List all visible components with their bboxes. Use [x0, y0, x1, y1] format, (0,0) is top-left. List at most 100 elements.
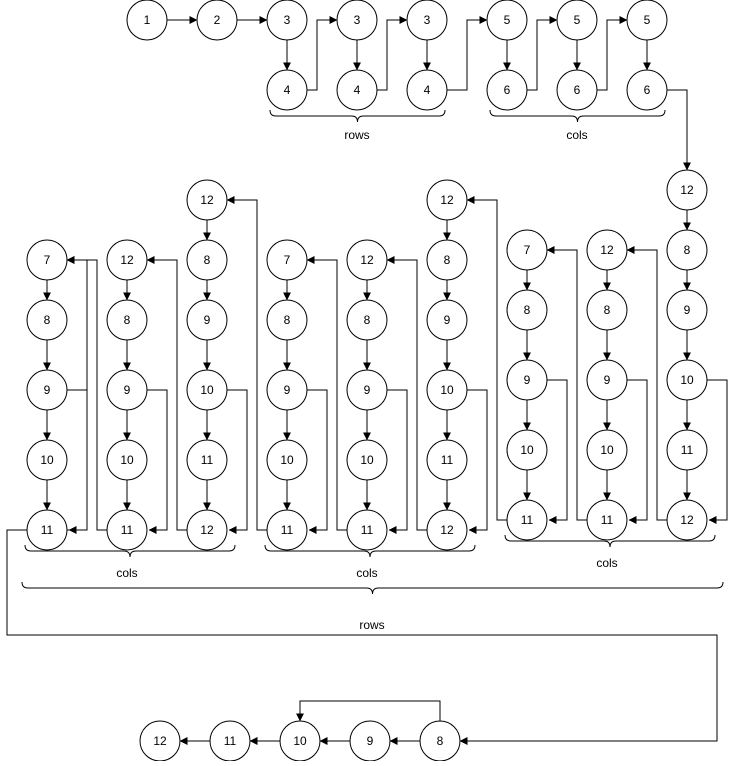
brace-label: rows: [359, 618, 384, 632]
flow-node: 10: [506, 429, 548, 471]
flow-node: 9: [349, 720, 391, 762]
flow-node: 9: [106, 369, 148, 411]
node-label: 12: [440, 523, 454, 537]
node-circle: [666, 169, 708, 211]
flow-node: 6: [626, 69, 668, 111]
group-brace: [489, 109, 666, 123]
flow-edge: [387, 389, 408, 534]
node-label: 6: [574, 83, 581, 97]
flow-node: 12: [346, 239, 388, 281]
node-label: 10: [40, 453, 54, 467]
flow-node: 8: [266, 299, 308, 341]
flow-node: 4: [406, 69, 448, 111]
flow-node: 9: [266, 369, 308, 411]
node-label: 9: [684, 303, 691, 317]
node-circle: [426, 439, 468, 481]
node-circle: [336, 69, 378, 111]
node-label: 8: [684, 243, 691, 257]
node-label: 10: [360, 453, 374, 467]
node-circle: [186, 179, 228, 221]
node-label: 11: [281, 523, 294, 537]
node-label: 10: [520, 443, 534, 457]
node-circle: [266, 299, 308, 341]
node-label: 7: [44, 253, 51, 267]
node-label: 12: [153, 734, 167, 748]
node-circle: [26, 369, 68, 411]
flow-node: 8: [106, 299, 148, 341]
node-circle: [666, 289, 708, 331]
flow-node: 9: [346, 369, 388, 411]
flow-edge: [627, 379, 648, 524]
node-label: 10: [440, 383, 454, 397]
node-circle: [186, 439, 228, 481]
node-circle: [666, 499, 708, 541]
node-circle: [346, 439, 388, 481]
flow-edge: [707, 379, 728, 524]
flow-node: 8: [186, 239, 228, 281]
flow-edge: [296, 700, 441, 722]
node-circle: [336, 0, 378, 41]
brace-label: cols: [116, 566, 137, 580]
flow-edge: [626, 246, 667, 521]
flow-edge: [467, 389, 488, 534]
node-circle: [106, 369, 148, 411]
flow-node: 11: [506, 499, 548, 541]
node-circle: [266, 369, 308, 411]
flow-node: 12: [666, 499, 708, 541]
flow-node: 8: [586, 289, 628, 331]
node-label: 4: [354, 83, 361, 97]
node-circle: [426, 369, 468, 411]
node-circle: [186, 509, 228, 551]
node-label: 9: [444, 313, 451, 327]
node-label: 12: [680, 513, 694, 527]
flow-node: 9: [26, 369, 68, 411]
flow-node: 12: [106, 239, 148, 281]
flow-node: 3: [266, 0, 308, 41]
node-circle: [426, 179, 468, 221]
node-circle: [196, 0, 238, 41]
flow-edge: [307, 389, 328, 534]
node-circle: [26, 439, 68, 481]
node-label: 10: [280, 453, 294, 467]
group-brace: [24, 544, 236, 558]
flow-edge: [377, 16, 408, 91]
node-circle: [426, 509, 468, 551]
flow-node: 7: [26, 239, 68, 281]
flow-node: 12: [666, 169, 708, 211]
node-label: 8: [437, 734, 444, 748]
flow-node: 11: [666, 429, 708, 471]
flow-edge: [66, 256, 88, 531]
flow-edge: [66, 256, 107, 531]
node-circle: [406, 69, 448, 111]
node-label: 7: [524, 243, 531, 257]
node-label: 11: [201, 453, 214, 467]
flow-node: 10: [106, 439, 148, 481]
node-label: 9: [364, 383, 371, 397]
node-circle: [506, 289, 548, 331]
node-label: 7: [284, 253, 291, 267]
flow-node: 8: [26, 299, 68, 341]
node-circle: [266, 0, 308, 41]
flow-node: 11: [346, 509, 388, 551]
node-label: 12: [680, 183, 694, 197]
node-label: 10: [600, 443, 614, 457]
flow-node: 9: [586, 359, 628, 401]
flow-node: 3: [406, 0, 448, 41]
node-circle: [666, 229, 708, 271]
brace-label: rows: [344, 128, 369, 142]
node-circle: [556, 0, 598, 41]
node-label: 12: [200, 523, 214, 537]
flow-node: 9: [186, 299, 228, 341]
flow-node: 12: [139, 720, 181, 762]
flow-node: 8: [426, 239, 468, 281]
flow-edge: [306, 256, 347, 531]
node-label: 8: [44, 313, 51, 327]
node-circle: [486, 69, 528, 111]
node-circle: [346, 299, 388, 341]
flow-edge: [67, 389, 88, 534]
flow-edge: [546, 246, 587, 521]
flow-node: 11: [266, 509, 308, 551]
flow-edge: [447, 16, 488, 91]
flow-node: 9: [666, 289, 708, 331]
flow-edge: [307, 16, 338, 91]
